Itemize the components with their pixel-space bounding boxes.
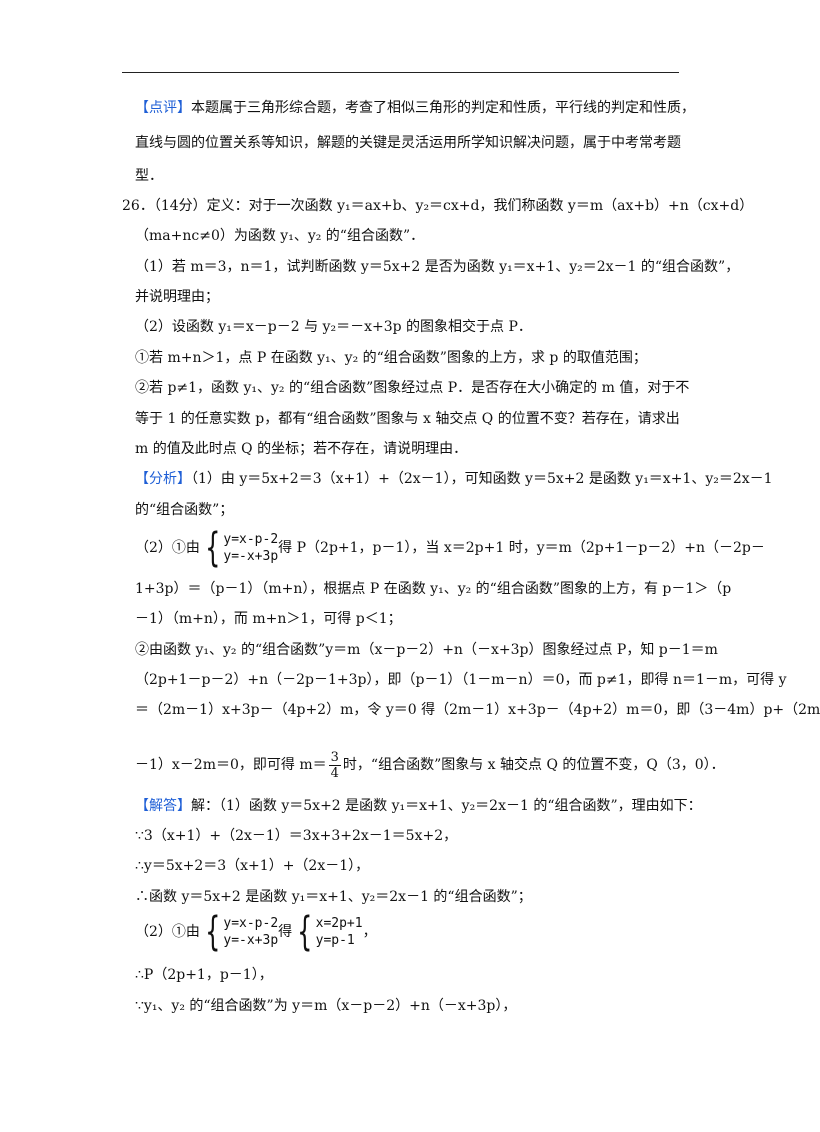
analysis-line-6: ②由函数 y₁、y₂ 的“组合函数”y＝m（x－p－2）+n（－x+3p）图象经… [135,642,718,658]
problem-line-6: ①若 m+n＞1，点 P 在函数 y₁、y₂ 的“组合函数”图象的上方，求 p … [135,350,647,366]
system-eq-1: x=2p+1 [315,916,363,931]
analysis-text-9a: －1）x－2m＝0，即可得 m＝ [135,757,327,773]
solution-text-1: 解：（1）函数 y＝5x+2 是函数 y₁＝x+1、y₂＝2x－1 的“组合函数… [191,798,702,814]
header-rule [122,72,679,73]
solution-line-2: ∵3（x+1）+（2x－1）＝3x+3+2x－1＝5x+2， [135,828,458,844]
analysis-text-9b: 时，“组合函数”图象与 x 轴交点 Q 的位置不变，Q（3，0）． [342,757,725,773]
solution-text-5c: ， [362,924,377,940]
analysis-tag: 【分析】 [135,471,191,487]
system-eq-2: y=-x+3p [223,933,279,948]
solution-text-5b: 得 [278,924,293,940]
comment-text-1: 本题属于三角形综合题，考查了相似三角形的判定和性质，平行线的判定和性质， [191,100,695,116]
system-eq-2: y=-x+3p [223,549,279,564]
analysis-line-4: 1+3p）＝（p－1）（m+n），根据点 P 在函数 y₁、y₂ 的“组合函数”… [135,581,732,597]
system-eq-2: y=p-1 [315,933,355,948]
fraction-numerator: 3 [328,749,341,766]
solution-line-1: 【解答】解：（1）函数 y＝5x+2 是函数 y₁＝x+1、y₂＝2x－1 的“… [135,796,702,816]
solution-tag: 【解答】 [135,798,191,814]
analysis-text-1: （1）由 y＝5x+2＝3（x+1）+（2x－1），可知函数 y＝5x+2 是函… [191,471,773,487]
comment-line-3: 型． [135,168,163,184]
solution-line-6: ∴P（2p+1，p－1）， [135,967,273,983]
analysis-line-8: ＝（2m－1）x+3p－（4p+2）m，令 y＝0 得（2m－1）x+3p－（4… [135,702,820,718]
problem-line-3: （1）若 m＝3，n＝1，试判断函数 y＝5x+2 是否为函数 y₁＝x+1、y… [135,259,740,275]
problem-line-7: ②若 p≠1，函数 y₁、y₂ 的“组合函数”图象经过点 P．是否存在大小确定的… [135,380,690,396]
solution-line-7: ∵y₁、y₂ 的“组合函数”为 y＝m（x－p－2）+n（－x+3p）， [135,998,517,1014]
comment-tag: 【点评】 [135,100,191,116]
solution-text-5a: （2）①由 [135,924,200,940]
system-eq-1: y=x-p-2 [223,532,279,547]
analysis-line-7: （2p+1－p－2）+n（－2p－1+3p），即（p－1）（1－m－n）＝0，而… [135,672,787,688]
problem-line-5: （2）设函数 y₁＝x－p－2 与 y₂＝－x+3p 的图象相交于点 P． [135,319,532,335]
analysis-text-3b: 得 P（2p+1，p－1），当 x＝2p+1 时，y＝m（2p+1－p－2）+n… [278,540,765,556]
problem-line-9: m 的值及此时点 Q 的坐标；若不存在，请说明理由． [135,441,468,457]
solution-line-4: ∴函数 y＝5x+2 是函数 y₁＝x+1、y₂＝2x－1 的“组合函数”； [135,889,532,905]
problem-line-4: 并说明理由； [135,289,219,305]
analysis-line-1: 【分析】（1）由 y＝5x+2＝3（x+1）+（2x－1），可知函数 y＝5x+… [135,469,773,489]
comment-line-2: 直线与圆的位置关系等知识，解题的关键是灵活运用所学知识解决问题，属于中考常考题 [135,135,681,151]
problem-line-1: 26．（14分）定义：对于一次函数 y₁＝ax+b、y₂＝cx+d，我们称函数 … [122,198,754,214]
analysis-line-2: 的“组合函数”； [135,502,234,518]
analysis-text-3a: （2）①由 [135,540,200,556]
solution-line-3: ∴y＝5x+2＝3（x+1）+（2x－1）， [135,858,370,874]
system-eq-1: y=x-p-2 [223,916,279,931]
fraction-denominator: 4 [330,765,339,781]
problem-line-8: 等于 1 的任意实数 p，都有“组合函数”图象与 x 轴交点 Q 的位置不变？若… [135,411,680,427]
comment-line-1: 【点评】本题属于三角形综合题，考查了相似三角形的判定和性质，平行线的判定和性质， [135,98,695,118]
problem-line-2: （ma+nc≠0）为函数 y₁、y₂ 的“组合函数”． [135,228,425,244]
analysis-line-5: －1）（m+n），而 m+n＞1，可得 p＜1； [135,611,402,627]
